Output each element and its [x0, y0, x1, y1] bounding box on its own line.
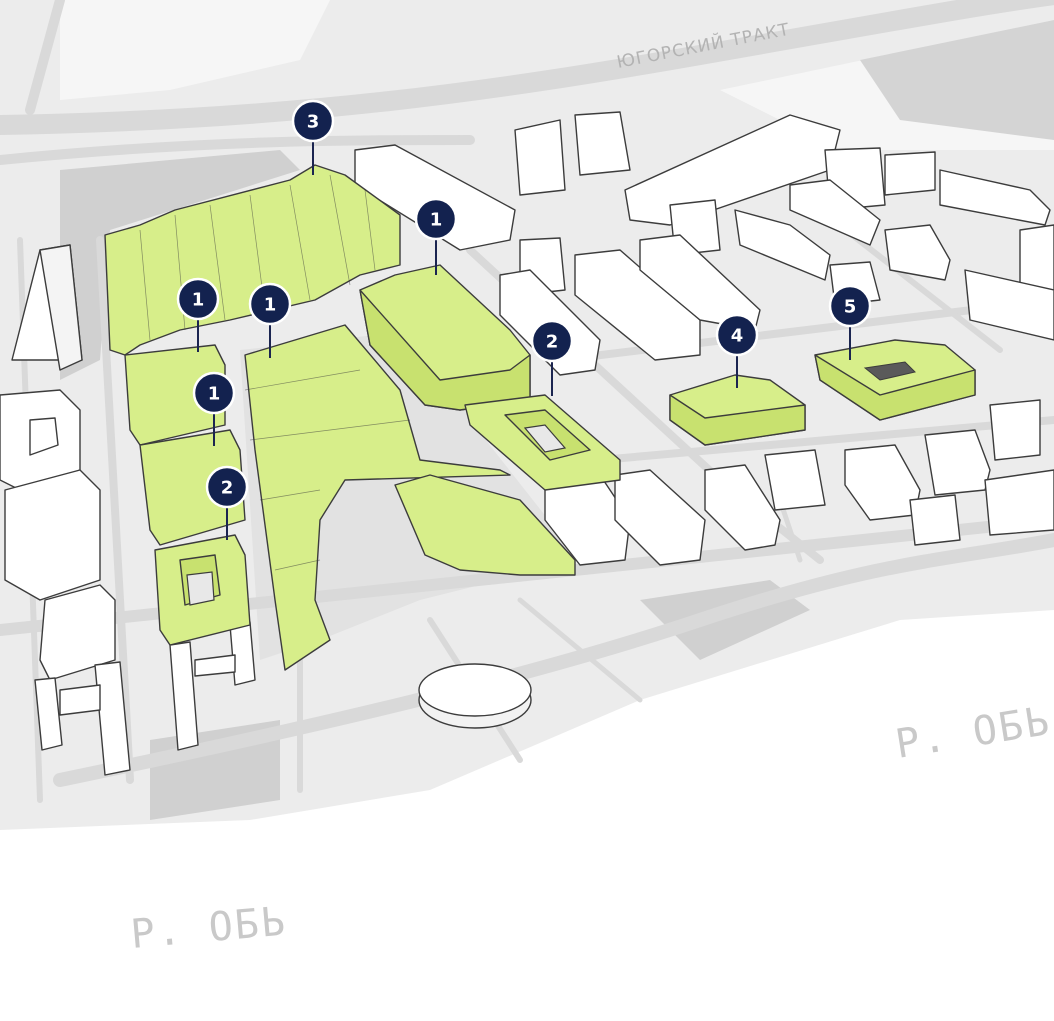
marker-1-left-upper[interactable]: 1	[176, 277, 220, 352]
marker-3[interactable]: 3	[291, 99, 335, 175]
marker-label: 5	[844, 297, 857, 318]
context-buildings	[0, 111, 1054, 776]
marker-5[interactable]: 5	[828, 284, 872, 360]
marker-label: 1	[192, 290, 205, 311]
marker-2-center[interactable]: 2	[530, 319, 574, 396]
marker-label: 2	[221, 478, 234, 499]
marker-label: 1	[208, 384, 221, 405]
marker-label: 2	[546, 332, 559, 353]
marker-label: 3	[307, 112, 320, 133]
stadium	[418, 663, 532, 729]
marker-1-top-center[interactable]: 1	[414, 197, 458, 275]
marker-label: 1	[264, 295, 277, 316]
marker-label: 4	[731, 326, 744, 347]
marker-1-left-middle[interactable]: 1	[192, 371, 236, 446]
river-label-bottom: Р. ОБЬ	[129, 898, 289, 957]
marker-1-center-left[interactable]: 1	[248, 282, 292, 358]
river-label-right: Р. ОБЬ	[892, 698, 1054, 768]
marker-4[interactable]: 4	[715, 313, 759, 388]
marker-label: 1	[430, 210, 443, 231]
marker-2-left[interactable]: 2	[205, 465, 249, 540]
markers: 3 1 1 1 1 2 2	[176, 99, 872, 540]
